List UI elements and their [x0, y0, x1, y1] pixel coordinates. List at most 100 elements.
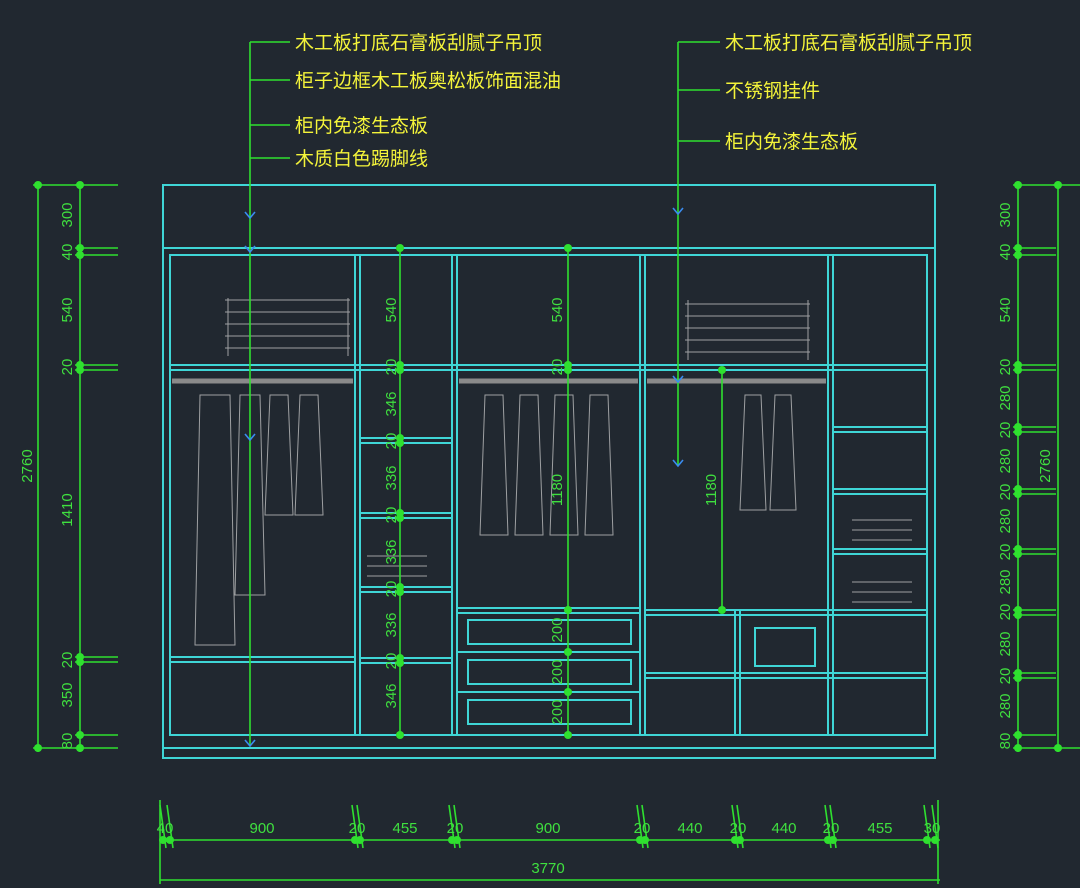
dimension-label: 20: [997, 604, 1014, 621]
dimension-label: 336: [383, 465, 400, 490]
dimension-label: 20: [823, 820, 840, 837]
dimension-label: 540: [997, 297, 1014, 322]
dimension-node: [564, 731, 572, 739]
dimension-node: [396, 244, 404, 252]
dimension-node: [1014, 251, 1022, 259]
dimension-node: [76, 731, 84, 739]
dimension-label: 20: [383, 653, 400, 670]
dimension-node: [564, 366, 572, 374]
dimension-node: [564, 244, 572, 252]
dimension-node: [396, 731, 404, 739]
dimension-label: 1180: [549, 474, 566, 506]
dimension-label: 80: [997, 733, 1014, 750]
dimension-lines: [37, 185, 1059, 884]
dimension-label: 2760: [19, 449, 36, 482]
dimension-node: [76, 744, 84, 752]
dimension-label: 30: [924, 820, 941, 837]
dimension-label: 440: [771, 820, 796, 837]
dimension-node: [453, 836, 461, 844]
dimension-node: [564, 688, 572, 696]
dimension-label: 20: [997, 544, 1014, 561]
dimension-node: [1014, 731, 1022, 739]
dimension-label: 280: [997, 569, 1014, 594]
wardrobe-elevation: [162, 184, 936, 759]
dimension-node: [76, 658, 84, 666]
dimension-node: [1014, 744, 1022, 752]
dimension-node: [1014, 428, 1022, 436]
dimension-label: 1180: [703, 474, 720, 506]
dimension-label: 900: [249, 820, 274, 837]
annotation-interior-board: 柜内免漆生态板: [295, 115, 428, 137]
dimension-node: [76, 251, 84, 259]
dimension-node: [1014, 490, 1022, 498]
dimension-node: [1014, 181, 1022, 189]
dimension-node: [829, 836, 837, 844]
ceiling-frame: [162, 184, 936, 759]
dimension-label: 200: [549, 659, 566, 684]
dimension-label: 336: [383, 612, 400, 637]
dimension-label: 20: [549, 359, 566, 376]
dimension-node: [931, 836, 939, 844]
dimension-node: [1014, 244, 1022, 252]
dimension-node: [356, 836, 364, 844]
dimension-node: [34, 744, 42, 752]
dimension-label: 455: [392, 820, 417, 837]
dimension-node: [736, 836, 744, 844]
dimension-label: 20: [634, 820, 651, 837]
dimension-label: 20: [59, 359, 76, 376]
dimension-label: 540: [549, 297, 566, 322]
dimension-node: [396, 439, 404, 447]
dimension-label: 20: [349, 820, 366, 837]
dimension-label: 20: [997, 422, 1014, 439]
dimension-texts: 3004054020141020350802760300405402028020…: [19, 202, 1054, 877]
dimension-label: 300: [997, 202, 1014, 227]
dimension-label: 3770: [531, 860, 564, 877]
dimension-label: 20: [383, 507, 400, 524]
dimension-label: 2760: [1037, 449, 1054, 482]
dimension-label: 350: [59, 682, 76, 707]
dimension-node: [396, 514, 404, 522]
dimension-node: [396, 366, 404, 374]
dimension-label: 280: [997, 631, 1014, 656]
annotation-skirting: 木质白色踢脚线: [295, 148, 428, 170]
dimension-label: 40: [157, 820, 174, 837]
dimension-node: [1054, 744, 1062, 752]
dimension-label: 20: [447, 820, 464, 837]
dimension-node: [159, 836, 167, 844]
dimension-label: 280: [997, 385, 1014, 410]
dimension-ticks: [33, 181, 1080, 849]
dimension-label: 540: [383, 297, 400, 322]
dimension-label: 1410: [59, 493, 76, 526]
annotation-ceiling: 木工板打底石膏板刮腻子吊顶: [295, 31, 542, 54]
dimension-node: [76, 366, 84, 374]
dimension-node: [1014, 674, 1022, 682]
dimension-label: 346: [383, 391, 400, 416]
dimension-label: 20: [383, 359, 400, 376]
dimension-label: 280: [997, 508, 1014, 533]
annotation-hanger: 不锈钢挂件: [725, 80, 820, 102]
annotation-leaders: [244, 41, 720, 748]
dimension-node: [718, 366, 726, 374]
dimension-label: 280: [997, 693, 1014, 718]
dimension-label: 40: [59, 244, 76, 261]
dimension-node: [1014, 366, 1022, 374]
dimension-label: 20: [383, 581, 400, 598]
dimension-node: [396, 659, 404, 667]
dimension-node: [1014, 550, 1022, 558]
dimension-node: [396, 588, 404, 596]
dimension-node: [641, 836, 649, 844]
annotation-ceiling-right: 木工板打底石膏板刮腻子吊顶: [725, 31, 972, 54]
dimension-node: [1054, 181, 1062, 189]
dimension-node: [34, 181, 42, 189]
dimension-node: [718, 606, 726, 614]
dimension-label: 80: [59, 733, 76, 750]
dimension-node: [166, 836, 174, 844]
dimension-label: 20: [997, 668, 1014, 685]
dimension-label: 280: [997, 448, 1014, 473]
annotation-interior-board-right: 柜内免漆生态板: [725, 131, 858, 153]
dimension-label: 900: [535, 820, 560, 837]
dimension-label: 346: [383, 683, 400, 708]
folded-clothes-icon: [225, 298, 912, 603]
dimension-label: 20: [383, 433, 400, 450]
